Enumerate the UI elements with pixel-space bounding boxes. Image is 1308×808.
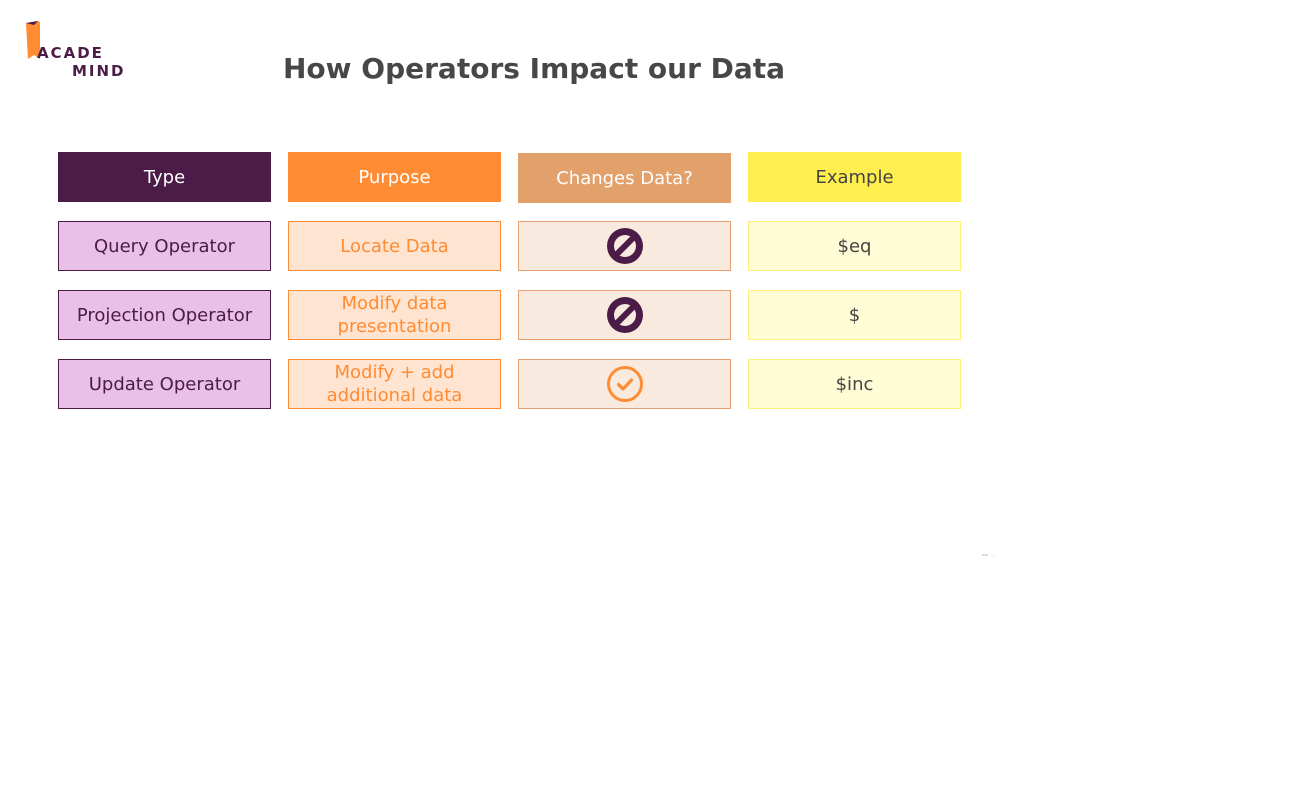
row-query-type: Query Operator	[58, 221, 271, 271]
logo-mark-icon	[26, 21, 40, 59]
row-query-purpose-text: Locate Data	[340, 235, 449, 257]
logo-text-top: ACADE	[37, 44, 104, 62]
row-query-purpose: Locate Data	[288, 221, 501, 271]
row-query-example: $eq	[748, 221, 961, 271]
artifact-mark	[982, 554, 995, 556]
row-projection-type: Projection Operator	[58, 290, 271, 340]
academind-logo: ACADE MIND	[24, 20, 134, 84]
check-circle-icon	[606, 366, 643, 402]
slide-title: How Operators Impact our Data	[283, 52, 786, 85]
row-projection-example: $	[748, 290, 961, 340]
logo-text-bottom: MIND	[72, 62, 126, 80]
prohibited-icon	[606, 228, 643, 264]
row-projection-purpose: Modify data presentation	[288, 290, 501, 340]
header-type: Type	[58, 152, 271, 202]
row-update-purpose-text: Modify + add additional data	[326, 362, 463, 406]
row-update-type: Update Operator	[58, 359, 271, 409]
prohibited-icon	[606, 297, 643, 333]
row-query-changes	[518, 221, 731, 271]
header-example: Example	[748, 152, 961, 202]
row-projection-changes	[518, 290, 731, 340]
row-update-changes	[518, 359, 731, 409]
header-purpose: Purpose	[288, 152, 501, 202]
header-changes-data: Changes Data?	[518, 153, 731, 203]
row-projection-purpose-text: Modify data presentation	[337, 293, 452, 337]
row-update-purpose: Modify + add additional data	[288, 359, 501, 409]
row-update-example: $inc	[748, 359, 961, 409]
